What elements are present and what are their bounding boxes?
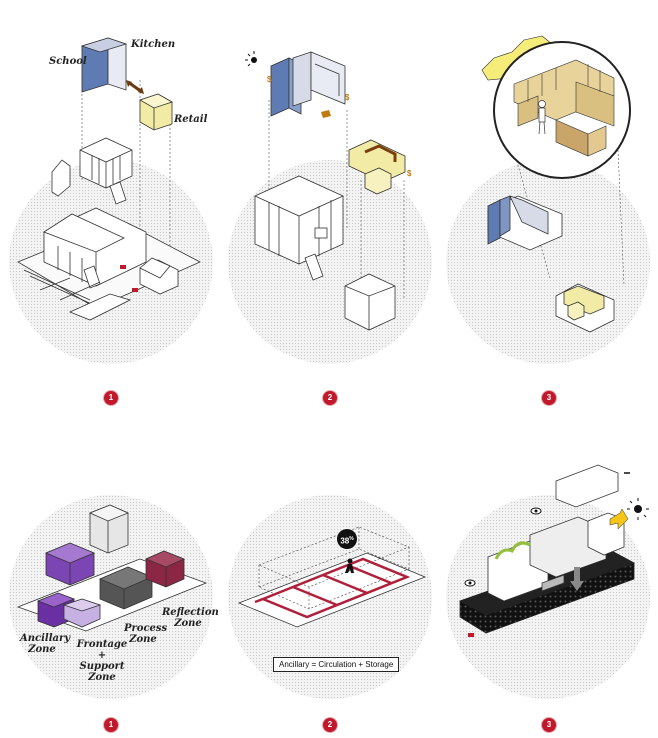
- ancillary-block-floating: [44, 542, 96, 586]
- label-kitchen: Kitchen: [131, 39, 176, 50]
- label-retail: Retail: [174, 114, 208, 125]
- diagram-row2-2: [228, 495, 432, 699]
- dashed-volumes: [258, 526, 410, 610]
- panel-row1-3: 3: [438, 0, 657, 405]
- percent-badge: 38%: [337, 529, 357, 549]
- floating-block: [88, 504, 130, 554]
- light-arrow-icon: [609, 508, 629, 530]
- diagram-row1-3: [446, 35, 650, 364]
- process-zone-block: [98, 566, 154, 610]
- svg-text:$: $: [345, 93, 350, 102]
- arrow-icon: [570, 567, 584, 591]
- step-badge: 1: [104, 391, 118, 405]
- eye-icon: [530, 507, 542, 515]
- formula-box: Ancillary = Circulation + Storage: [273, 657, 400, 672]
- school-room-model: [79, 137, 133, 205]
- circulation-paths: [254, 557, 411, 619]
- person-icon: [538, 100, 546, 135]
- panel-row1-2: $ $ $ 2: [219, 0, 438, 405]
- diagram-row2-1: [9, 495, 213, 699]
- arrow-icon: [126, 80, 144, 94]
- building-mass: [487, 512, 625, 602]
- school-furniture: [270, 51, 346, 117]
- diagram-row1-2: $ $ $: [228, 51, 432, 364]
- school-house-model: [254, 175, 344, 281]
- retail-counter: [348, 139, 406, 195]
- step-badge: 1: [104, 718, 118, 732]
- label-reflection-zone: Reflection Zone: [162, 607, 219, 629]
- label-frontage-support-zone: Frontage + Support Zone: [76, 639, 128, 683]
- svg-text:$: $: [267, 75, 272, 84]
- reflection-zone-block: [144, 550, 186, 588]
- step-badge: 2: [323, 391, 337, 405]
- diagram-row1-1: [9, 37, 213, 364]
- school-furniture: [487, 195, 563, 251]
- percent-unit: %: [349, 536, 354, 542]
- percent-value: 38: [340, 536, 350, 546]
- eye-icon: [464, 579, 476, 587]
- svg-text:$: $: [407, 169, 412, 178]
- house-site-model: [17, 207, 201, 321]
- label-school: School: [49, 56, 87, 67]
- step-badge: 2: [323, 718, 337, 732]
- diagram-row2-3: [446, 464, 650, 699]
- step-badge: 3: [542, 391, 556, 405]
- floating-roof: [555, 464, 619, 508]
- ancillary-zone-block: [36, 592, 102, 628]
- panel-row2-2: 38% Ancillary = Circulation + Storage 2: [219, 369, 438, 738]
- label-process-zone: Process Zone: [124, 623, 168, 645]
- person-icon: [345, 558, 354, 573]
- panel-row1-1: School Kitchen Retail 1: [0, 0, 219, 405]
- panel-row2-1: Ancillary Zone Frontage + Support Zone P…: [0, 369, 219, 738]
- step-badge: 3: [542, 718, 556, 732]
- panel-row2-3: 3: [438, 369, 657, 738]
- sun-icon: [627, 498, 649, 520]
- sun-icon: [245, 51, 257, 67]
- retail-house-model: [344, 273, 396, 331]
- site-circle: [446, 160, 650, 364]
- label-ancillary-zone: Ancillary Zone: [20, 633, 71, 655]
- retail-furniture: [555, 283, 615, 333]
